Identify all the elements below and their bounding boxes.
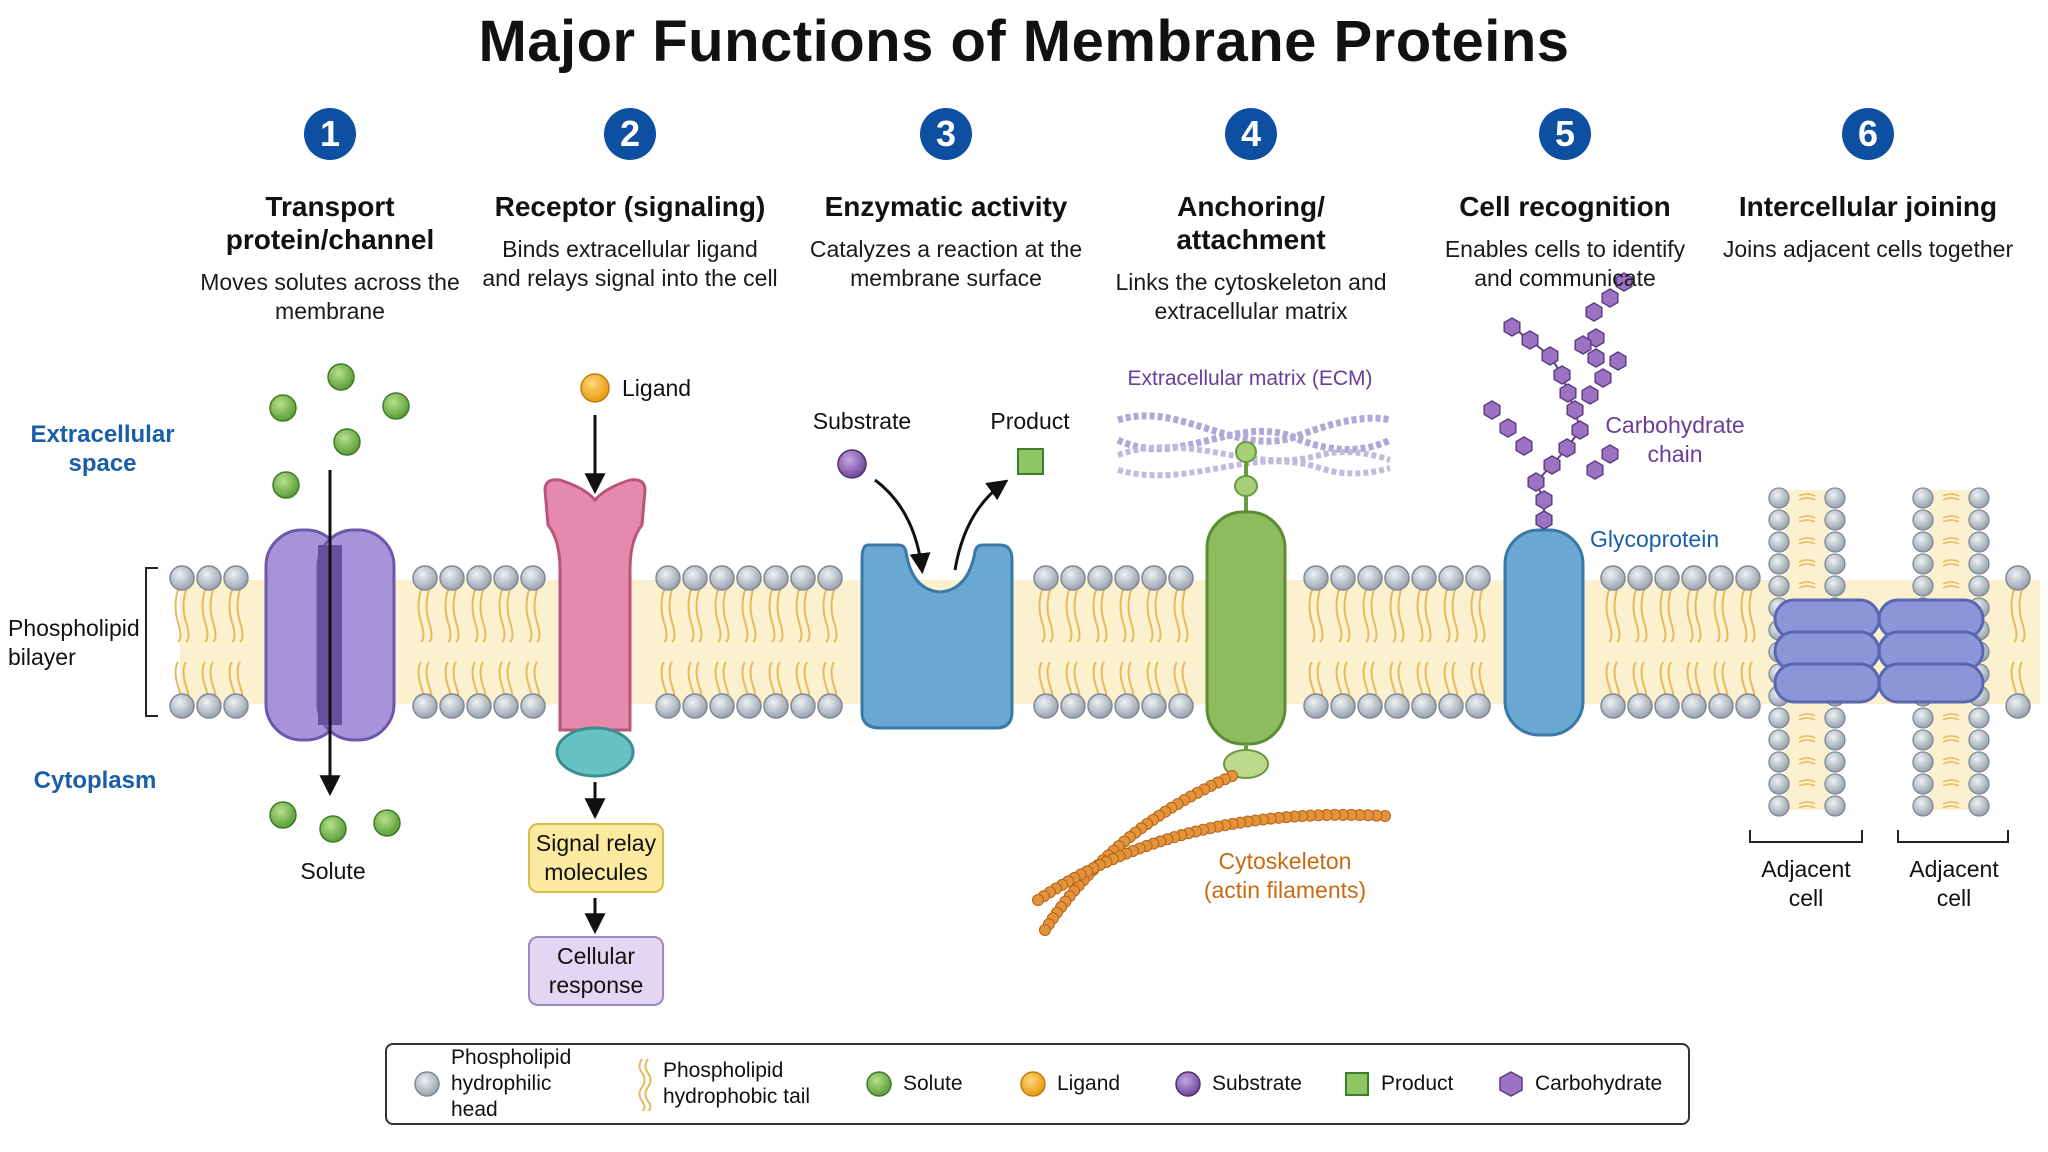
- junction-proteins: [1773, 598, 1985, 704]
- actin-filaments: [1032, 770, 1391, 936]
- column-recognition: 5 Cell recognition Enables cells to iden…: [1425, 108, 1705, 293]
- phospholipid-bilayer: [169, 565, 2040, 719]
- legend-label: Product: [1381, 1072, 1454, 1095]
- column-description: Moves solutes across the membrane: [200, 269, 460, 324]
- number-badge: 5: [1539, 108, 1591, 160]
- substrate-label: Substrate: [812, 408, 912, 434]
- column-description: Binds extracellular ligand and relays si…: [482, 236, 778, 291]
- column-enzymatic: 3 Enzymatic activity Catalyzes a reactio…: [796, 108, 1096, 293]
- anchor-protein: [1205, 441, 1287, 779]
- column-title: Receptor (signaling): [494, 191, 766, 222]
- column-title: Cell recognition: [1459, 191, 1671, 222]
- page-title: Major Functions of Membrane Proteins: [478, 9, 1570, 74]
- solute-label: Solute: [300, 858, 366, 884]
- phospholipid-tail-icon: [638, 1058, 652, 1111]
- cytoplasm-label: Cytoplasm: [33, 767, 157, 794]
- carbohydrate-chain: [1483, 272, 1633, 530]
- number-badge: 6: [1842, 108, 1894, 160]
- legend-item: Phospholipid hydrophobic tail: [637, 1045, 823, 1123]
- receptor-protein: [543, 373, 647, 935]
- number-badge: 2: [604, 108, 656, 160]
- legend-label: Solute: [903, 1072, 963, 1095]
- legend-label: Phospholipid hydrophilic head: [451, 1046, 572, 1121]
- solute-molecules: [269, 363, 410, 843]
- column-receptor: 2 Receptor (signaling) Binds extracellul…: [480, 108, 780, 293]
- bilayer-core: [180, 580, 2040, 704]
- legend: Phospholipid hydrophilic head Phospholip…: [385, 1043, 1690, 1125]
- cytoskeleton-label: Cytoskeleton (actin filaments): [1203, 848, 1367, 903]
- adjacent-cell-label: Adjacent cell: [1761, 856, 1851, 911]
- column-title: Intercellular joining: [1738, 191, 1998, 222]
- column-title: Anchoring/ attachment: [1176, 191, 1326, 255]
- legend-item: Ligand: [1019, 1045, 1120, 1123]
- number-badge: 3: [920, 108, 972, 160]
- ecm-fibers: [1116, 412, 1392, 479]
- carbohydrate-chain-label: Carbohydrate chain: [1605, 412, 1745, 467]
- ligand-molecule: [580, 373, 610, 403]
- legend-item: Substrate: [1174, 1045, 1302, 1123]
- cellular-response-box: Cellular response: [528, 936, 664, 1006]
- number-badge: 1: [304, 108, 356, 160]
- product-icon: [1345, 1072, 1369, 1096]
- legend-item: Product: [1343, 1045, 1453, 1123]
- legend-label: Carbohydrate: [1535, 1072, 1663, 1095]
- substrate-molecule: [837, 449, 867, 479]
- column-description: Links the cytoskeleton and extracellular…: [1115, 269, 1387, 324]
- transport-protein: [264, 470, 396, 797]
- intercellular-junction: [1749, 487, 2009, 843]
- glycoprotein-label: Glycoprotein: [1590, 526, 1720, 552]
- legend-label: Substrate: [1212, 1072, 1302, 1095]
- bilayer-bracket: [145, 567, 158, 717]
- number-badge: 4: [1225, 108, 1277, 160]
- adjacent-cell-label: Adjacent cell: [1909, 856, 1999, 911]
- column-anchoring: 4 Anchoring/ attachment Links the cytosk…: [1101, 108, 1401, 326]
- column-title: Transport protein/channel: [225, 191, 435, 255]
- enzyme-protein: [837, 448, 1044, 730]
- legend-item: Phospholipid hydrophilic head: [413, 1045, 601, 1123]
- extracellular-label: Extracellular space: [30, 421, 175, 477]
- column-transport: 1 Transport protein/channel Moves solute…: [180, 108, 480, 326]
- ligand-icon: [1020, 1071, 1046, 1097]
- column-description: Enables cells to identify and communicat…: [1444, 236, 1686, 291]
- column-description: Catalyzes a reaction at the membrane sur…: [809, 236, 1083, 291]
- carbohydrate-icon: [1499, 1071, 1523, 1097]
- signal-relay-box: Signal relay molecules: [528, 823, 664, 893]
- phospholipid-head-icon: [414, 1071, 440, 1097]
- substrate-icon: [1175, 1071, 1201, 1097]
- legend-item: Solute: [865, 1045, 963, 1123]
- legend-item: Carbohydrate: [1497, 1045, 1662, 1123]
- ecm-label: Extracellular matrix (ECM): [1127, 367, 1373, 390]
- column-description: Joins adjacent cells together: [1722, 236, 2014, 262]
- ligand-label: Ligand: [622, 375, 692, 401]
- product-molecule: [1017, 448, 1044, 475]
- column-joining: 6 Intercellular joining Joins adjacent c…: [1718, 108, 2018, 264]
- bilayer-label: Phospholipid bilayer: [8, 615, 140, 670]
- glycoprotein: [1483, 272, 1633, 737]
- legend-label: Phospholipid hydrophobic tail: [663, 1059, 811, 1108]
- product-label: Product: [990, 408, 1070, 434]
- legend-label: Ligand: [1057, 1072, 1121, 1095]
- solute-icon: [866, 1071, 892, 1097]
- column-title: Enzymatic activity: [824, 191, 1068, 222]
- lipid-heads: [169, 565, 2031, 719]
